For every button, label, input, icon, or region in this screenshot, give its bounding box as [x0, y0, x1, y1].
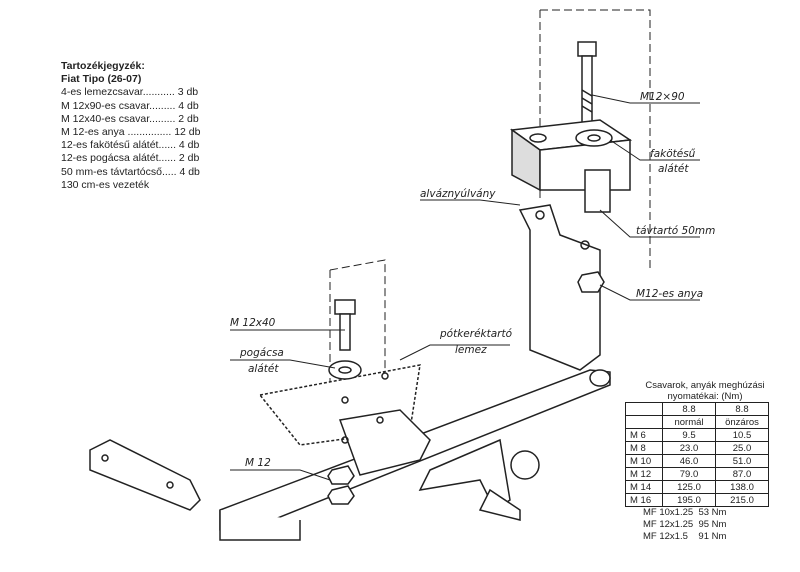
mount-bracket: [518, 204, 601, 371]
label-potkerek: pótkeréktartó: [439, 328, 513, 340]
parts-subtitle: Fiat Tipo (26-07): [61, 73, 142, 86]
mf-item: MF 12x1.5 91 Nm: [643, 531, 727, 542]
mf-item: MF 12x1.25 95 Nm: [643, 519, 727, 530]
label-m12: M 12: [245, 457, 271, 469]
spacer-tube: [584, 169, 611, 213]
mf-list: MF 10x1.25 53 Nm MF 12x1.25 95 Nm MF 12x…: [643, 507, 785, 543]
torque-table-block: Csavarok, anyák meghúzási nyomatékai: (N…: [625, 380, 785, 543]
label-alvaz: alváznyúlvány: [420, 188, 496, 200]
header-cell: normál: [662, 415, 716, 429]
label-anya: M12-es anya: [636, 288, 703, 300]
pogacsa-washer: [328, 360, 362, 380]
bolt-m12x40: [334, 299, 356, 351]
torque-caption: Csavarok, anyák meghúzási: [645, 380, 765, 391]
header-cell: önzáros: [715, 415, 769, 429]
label-pogacsa-2: alátét: [248, 363, 279, 375]
list-item: 12-es fakötésű alátét...... 4 db: [61, 139, 200, 152]
left-bracket: [89, 439, 201, 511]
list-item: 50 mm-es távtartócső..... 4 db: [61, 165, 200, 178]
label-fakotesu: fakötésű: [650, 148, 696, 160]
parts-list: Tartozékjegyzék: Fiat Tipo (26-07) 4-es …: [61, 60, 200, 192]
torque-caption-2: nyomatékai: (Nm): [667, 391, 743, 402]
label-potkerek-2: lemez: [455, 344, 487, 356]
fakotesu-washer: [575, 129, 613, 147]
parts-title: Tartozékjegyzék:: [61, 60, 145, 72]
bolt-m12x90: [577, 41, 597, 127]
label-fakotesu-2: alátét: [658, 163, 689, 175]
label-m12x90: M12×90: [640, 91, 685, 103]
leader-lines: [230, 94, 700, 481]
list-item: M 12-es anya ............... 12 db: [61, 126, 201, 139]
list-item: 130 cm-es vezeték: [61, 178, 150, 191]
nut-m12: [577, 271, 605, 293]
header-cell: 8.8: [715, 402, 769, 416]
label-pogacsa: pogácsa: [239, 347, 284, 359]
tow-ball: [510, 450, 540, 480]
mf-item: MF 10x1.25 53 Nm: [643, 507, 727, 518]
list-item: M 12x40-es csavar......... 2 db: [61, 112, 199, 125]
list-item: M 12x90-es csavar......... 4 db: [61, 99, 199, 112]
label-tavtarto: távtartó 50mm: [636, 225, 715, 237]
label-m12x40: M 12x40: [230, 317, 276, 329]
list-item: 12-es pogácsa alátét...... 2 db: [61, 152, 200, 165]
list-item: 4-es lemezcsavar........... 3 db: [61, 86, 199, 99]
header-cell: 8.8: [662, 402, 716, 416]
